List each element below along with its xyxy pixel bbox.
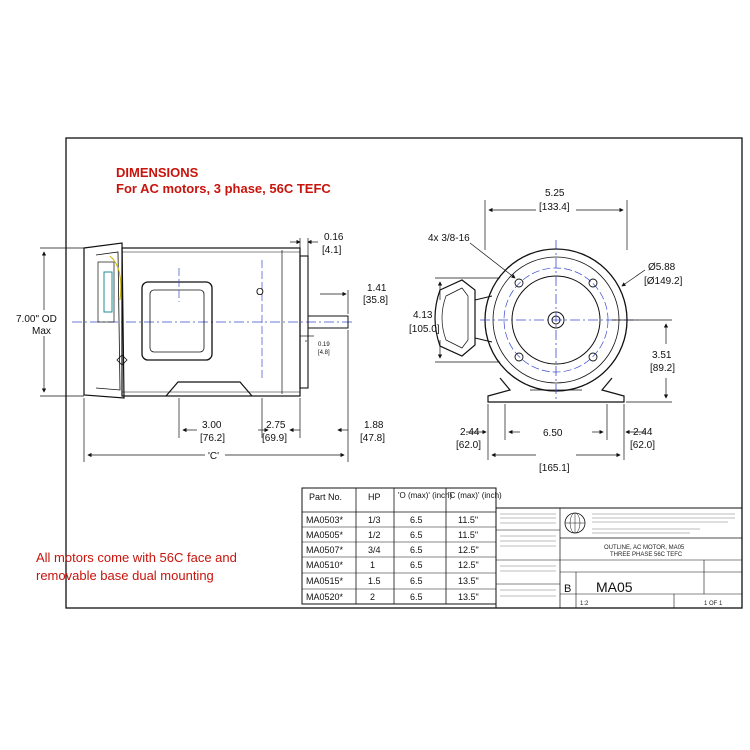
motor-base xyxy=(165,381,253,397)
subtitle: For AC motors, 3 phase, 56C TEFC xyxy=(116,181,331,196)
mounting-note-line2: removable base dual mounting xyxy=(36,568,214,583)
table-cell: 6.5 xyxy=(410,592,423,602)
bolt-hole xyxy=(588,278,598,288)
table-cell: 13.5" xyxy=(458,592,479,602)
dim-588-mm: [Ø149.2] xyxy=(644,276,683,287)
table-cell: MA0503* xyxy=(306,515,344,525)
dim-525-mm: [133.4] xyxy=(539,202,570,213)
table-cell: MA0505* xyxy=(306,530,344,540)
dim-351: 3.51 xyxy=(652,350,672,361)
drawing-border xyxy=(65,137,743,609)
conduit-box-side xyxy=(434,279,476,357)
dim-244-right: 2.44 xyxy=(633,427,653,438)
bolt-hole xyxy=(588,352,598,362)
dim-141-mm: [35.8] xyxy=(363,295,388,306)
table-cell: MA0507* xyxy=(306,545,344,555)
table-cell: 3/4 xyxy=(368,545,381,555)
dim-od-label: 7.00" OD xyxy=(16,314,57,325)
table-cell: 6.5 xyxy=(410,560,423,570)
table-header-o: 'O (max)' (inch) xyxy=(398,491,453,500)
table-cell: 6.5 xyxy=(410,530,423,540)
dim-019: 0.19 xyxy=(318,342,330,348)
dim-244-left: 2.44 xyxy=(460,427,480,438)
end-view xyxy=(434,240,638,403)
table-cell: 12.5" xyxy=(458,545,479,555)
title-block-desc1: OUTLINE, AC MOTOR, MA05 xyxy=(604,545,685,551)
dim-188-mm: [47.8] xyxy=(360,433,385,444)
table-cell: 13.5" xyxy=(458,576,479,586)
title-block-size: B xyxy=(564,583,571,595)
dim-141: 1.41 xyxy=(367,283,387,294)
dim-244-right-mm: [62.0] xyxy=(630,440,655,451)
conduit-box xyxy=(141,281,213,361)
dim-413-mm: [105.0] xyxy=(409,324,440,335)
table-cell: 12.5" xyxy=(458,560,479,570)
table-cell: MA0515* xyxy=(306,576,344,586)
bolt-hole xyxy=(514,278,524,288)
table-cell: 1.5 xyxy=(368,576,381,586)
dim-016-mm: [4.1] xyxy=(322,245,342,256)
table-cell: 1 xyxy=(370,560,375,570)
dim-188: 1.88 xyxy=(364,420,384,431)
dim-244-left-mm: [62.0] xyxy=(456,440,481,451)
table-cell: 6.5 xyxy=(410,576,423,586)
table-header-part: Part No. xyxy=(309,492,342,502)
dim-bolt-label: 4x 3/8-16 xyxy=(428,233,470,244)
end-base xyxy=(487,377,625,403)
dim-275-mm: [69.9] xyxy=(262,433,287,444)
side-view xyxy=(72,242,355,399)
bolt-hole xyxy=(514,352,524,362)
table-cell: MA0520* xyxy=(306,592,344,602)
dim-o-label: O xyxy=(256,287,264,298)
dim-275: 2.75 xyxy=(266,420,286,431)
table-cell: 1/3 xyxy=(368,515,381,525)
end-dimensions xyxy=(435,200,672,460)
table-cell: 6.5 xyxy=(410,545,423,555)
dim-016: 0.16 xyxy=(324,232,344,243)
dim-525: 5.25 xyxy=(545,188,565,199)
table-cell: 11.5" xyxy=(458,530,478,540)
dim-650-mm: [165.1] xyxy=(539,463,570,474)
table-header-hp: HP xyxy=(368,492,381,502)
side-dimensions xyxy=(40,238,349,462)
mounting-note-line1: All motors come with 56C face and xyxy=(36,550,237,565)
dim-300: 3.00 xyxy=(202,420,222,431)
title-block-scale: 1:2 xyxy=(580,601,589,607)
dim-650: 6.50 xyxy=(543,428,563,439)
dim-od-max: Max xyxy=(32,326,51,337)
dim-c-label: 'C' xyxy=(208,451,219,462)
dim-019-mm: [4.8] xyxy=(318,350,330,356)
table-cell: 6.5 xyxy=(410,515,423,525)
dim-588: Ø5.88 xyxy=(648,262,676,273)
table-cell: MA0510* xyxy=(306,560,344,570)
fan-cover xyxy=(83,242,125,399)
title-block xyxy=(495,507,743,609)
dim-413: 4.13 xyxy=(413,310,433,321)
shaft xyxy=(307,315,349,329)
title-block-desc2: THREE PHASE 56C TEFC xyxy=(610,552,683,558)
title-block-dwg-no: MA05 xyxy=(596,579,633,595)
parts-table: Part No. HP 'O (max)' (inch) 'C (max)' (… xyxy=(301,487,502,605)
dim-300-mm: [76.2] xyxy=(200,433,225,444)
title-block-sheet: 1 OF 1 xyxy=(704,601,723,607)
table-cell: 2 xyxy=(370,592,375,602)
table-cell: 1/2 xyxy=(368,530,381,540)
table-header-c: 'C (max)' (inch) xyxy=(448,491,502,500)
table-cell: 11.5" xyxy=(458,515,478,525)
title: DIMENSIONS xyxy=(116,165,199,180)
dim-351-mm: [89.2] xyxy=(650,363,675,374)
